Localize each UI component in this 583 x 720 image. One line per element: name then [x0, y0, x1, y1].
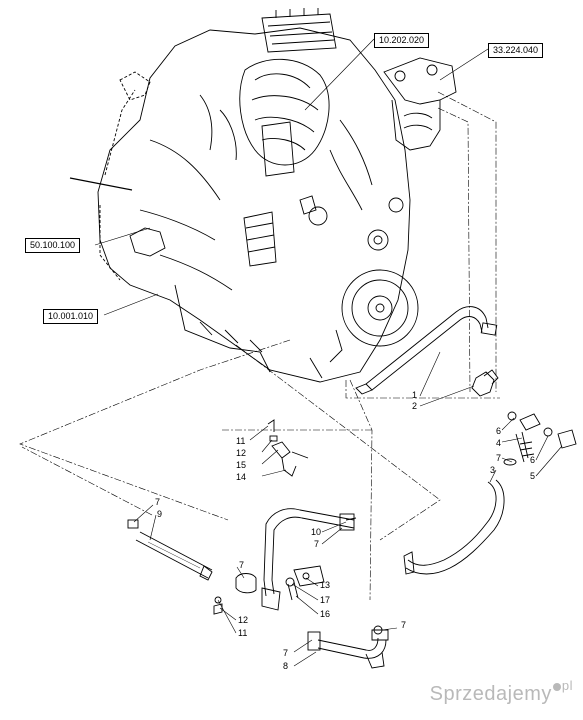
callout-2: 2 [412, 401, 418, 411]
ref-10-202-020: 10.202.020 [374, 33, 430, 48]
ref-10-001-010: 10.001.010 [43, 309, 99, 324]
watermark-tld: pl [561, 678, 573, 693]
callout-3: 3 [490, 465, 496, 475]
callout-11: 11 [236, 436, 246, 446]
callout-6: 6 [496, 426, 502, 436]
callout-7: 7 [283, 648, 289, 658]
callout-12: 12 [236, 448, 247, 458]
callout-7: 7 [239, 560, 245, 570]
pipe-8 [307, 625, 389, 669]
bracket-13 [285, 565, 325, 601]
watermark-name: Sprzedajemy [429, 683, 552, 705]
callout-7: 7 [401, 620, 407, 630]
callout-7: 7 [496, 453, 502, 463]
callout-12: 12 [238, 615, 249, 625]
callout-9: 9 [157, 509, 163, 519]
hose-3 [403, 479, 505, 575]
watermark-logo: Sprzedajemy pl [429, 678, 573, 706]
callout-10: 10 [311, 527, 322, 537]
watermark-dot [552, 683, 561, 691]
callout-1: 1 [412, 390, 418, 400]
hose-2 [355, 306, 498, 395]
callout-15: 15 [236, 460, 247, 470]
callout-6: 6 [530, 455, 536, 465]
callout-7: 7 [155, 497, 161, 507]
callout-16: 16 [320, 609, 331, 619]
callout-13: 13 [320, 580, 331, 590]
bent-pipe-center [235, 508, 357, 611]
phantom-route-lines [19, 91, 500, 601]
callout-5: 5 [530, 471, 536, 481]
ref-33-224-040: 33.224.040 [488, 43, 544, 58]
callout-11: 11 [238, 628, 248, 638]
callout-14: 14 [236, 472, 247, 482]
fitting-stack-right [503, 411, 577, 466]
callout-4: 4 [496, 438, 502, 448]
callout-17: 17 [320, 595, 331, 605]
clamp-assembly-top [267, 419, 309, 477]
engine-assembly [69, 8, 457, 383]
callout-8: 8 [283, 661, 289, 671]
callout-7: 7 [314, 539, 320, 549]
leader-lines [94, 38, 563, 667]
ref-50-100-100: 50.100.100 [25, 238, 81, 253]
clamp-bottom-left [213, 596, 223, 615]
pipe-9 [127, 519, 213, 581]
elbow-fitting [471, 369, 499, 397]
